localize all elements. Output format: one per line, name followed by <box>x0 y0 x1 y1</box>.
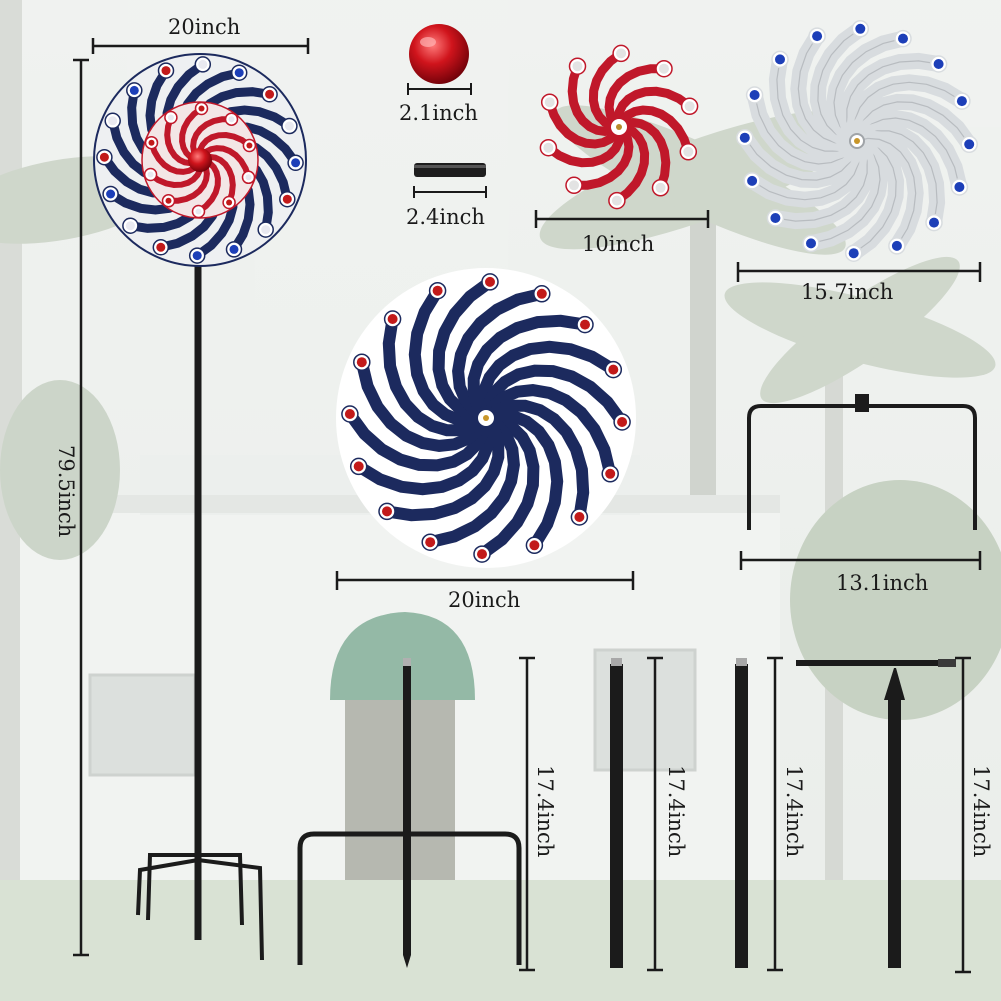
label-pole-1: 17.4inch <box>533 765 557 858</box>
stake-bracket-part <box>747 394 977 530</box>
main-inner-wheel <box>141 101 259 219</box>
dimension-small-wheel <box>534 210 710 228</box>
pole-section-2 <box>610 658 623 968</box>
pole-section-3 <box>735 658 748 968</box>
pole-section-top <box>796 659 956 968</box>
label-large-wheel: 20inch <box>448 588 521 612</box>
label-pole-3: 17.4inch <box>782 765 806 858</box>
dimension-total-height <box>73 58 89 957</box>
dimension-pole-4 <box>955 656 971 974</box>
red-ball-part <box>409 24 469 84</box>
medium-silver-wheel <box>736 20 978 262</box>
dimension-main-width <box>91 38 310 54</box>
dimension-pole-2 <box>647 656 663 972</box>
pole-section-base <box>297 658 522 968</box>
label-pole-4: 17.4inch <box>969 765 993 858</box>
label-main-width: 20inch <box>168 15 241 39</box>
dimension-medium-wheel <box>736 262 982 282</box>
stake-legs <box>136 853 264 961</box>
label-ball: 2.1inch <box>399 101 478 125</box>
assembled-spinner <box>93 53 307 961</box>
connector-rod-part <box>414 163 486 177</box>
label-stake-width: 13.1inch <box>836 571 929 595</box>
dimension-large-wheel <box>335 571 635 590</box>
label-total-height: 79.5inch <box>54 445 78 538</box>
dimension-pole-3 <box>767 656 783 972</box>
small-red-wheel <box>539 44 699 210</box>
dimension-connector <box>413 186 487 198</box>
label-medium-wheel: 15.7inch <box>801 280 894 304</box>
label-pole-2: 17.4inch <box>664 765 688 858</box>
label-connector: 2.4inch <box>406 205 485 229</box>
dimension-pole-1 <box>519 656 535 972</box>
dimension-stake-width <box>739 551 982 570</box>
dimension-ball <box>407 83 472 95</box>
large-navy-wheel <box>336 268 636 568</box>
label-small-wheel: 10inch <box>582 232 655 256</box>
